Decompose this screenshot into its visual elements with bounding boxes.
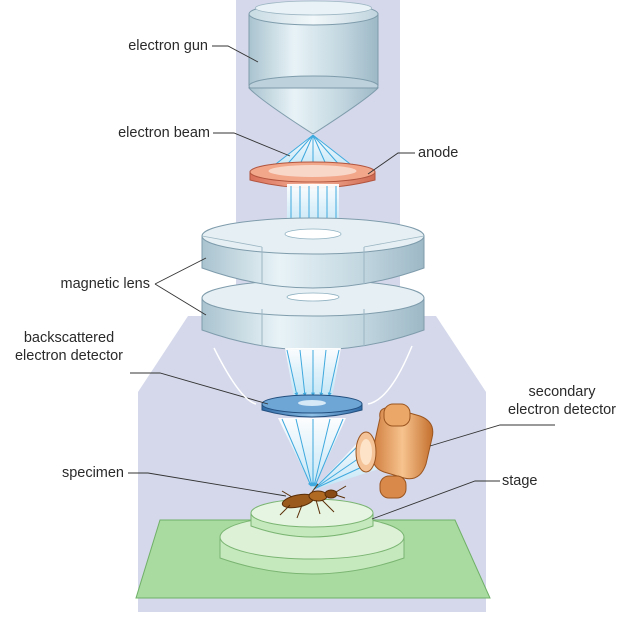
chamber-outline bbox=[213, 347, 257, 405]
label-stage: stage bbox=[502, 473, 538, 489]
electron-gun bbox=[247, 0, 380, 135]
beam-rays-specimen bbox=[281, 418, 344, 487]
magnetic-lens-upper bbox=[201, 217, 425, 289]
label-specimen: specimen bbox=[61, 465, 124, 481]
label-electron-beam: electron beam bbox=[118, 125, 210, 141]
anode bbox=[249, 161, 376, 189]
secondary-detector bbox=[355, 403, 434, 499]
backscattered-detector bbox=[261, 394, 363, 418]
label-backscattered-line2: electron detector bbox=[14, 348, 123, 364]
stage bbox=[219, 498, 405, 575]
beam-rays-lens bbox=[286, 349, 340, 397]
electron-beam-to-specimen bbox=[278, 418, 346, 490]
label-anode: anode bbox=[418, 145, 459, 161]
label-secondary-line1: secondary bbox=[528, 384, 596, 400]
label-secondary-line2: electron detector bbox=[507, 402, 616, 418]
leader-lines bbox=[128, 45, 555, 520]
label-backscattered-line1: backscattered bbox=[23, 330, 115, 346]
chamber-outline-right bbox=[367, 345, 413, 405]
specimen bbox=[279, 483, 347, 519]
label-electron-gun: electron gun bbox=[128, 38, 208, 54]
label-magnetic-lens: magnetic lens bbox=[60, 276, 150, 292]
magnetic-lens-lower bbox=[201, 279, 425, 351]
